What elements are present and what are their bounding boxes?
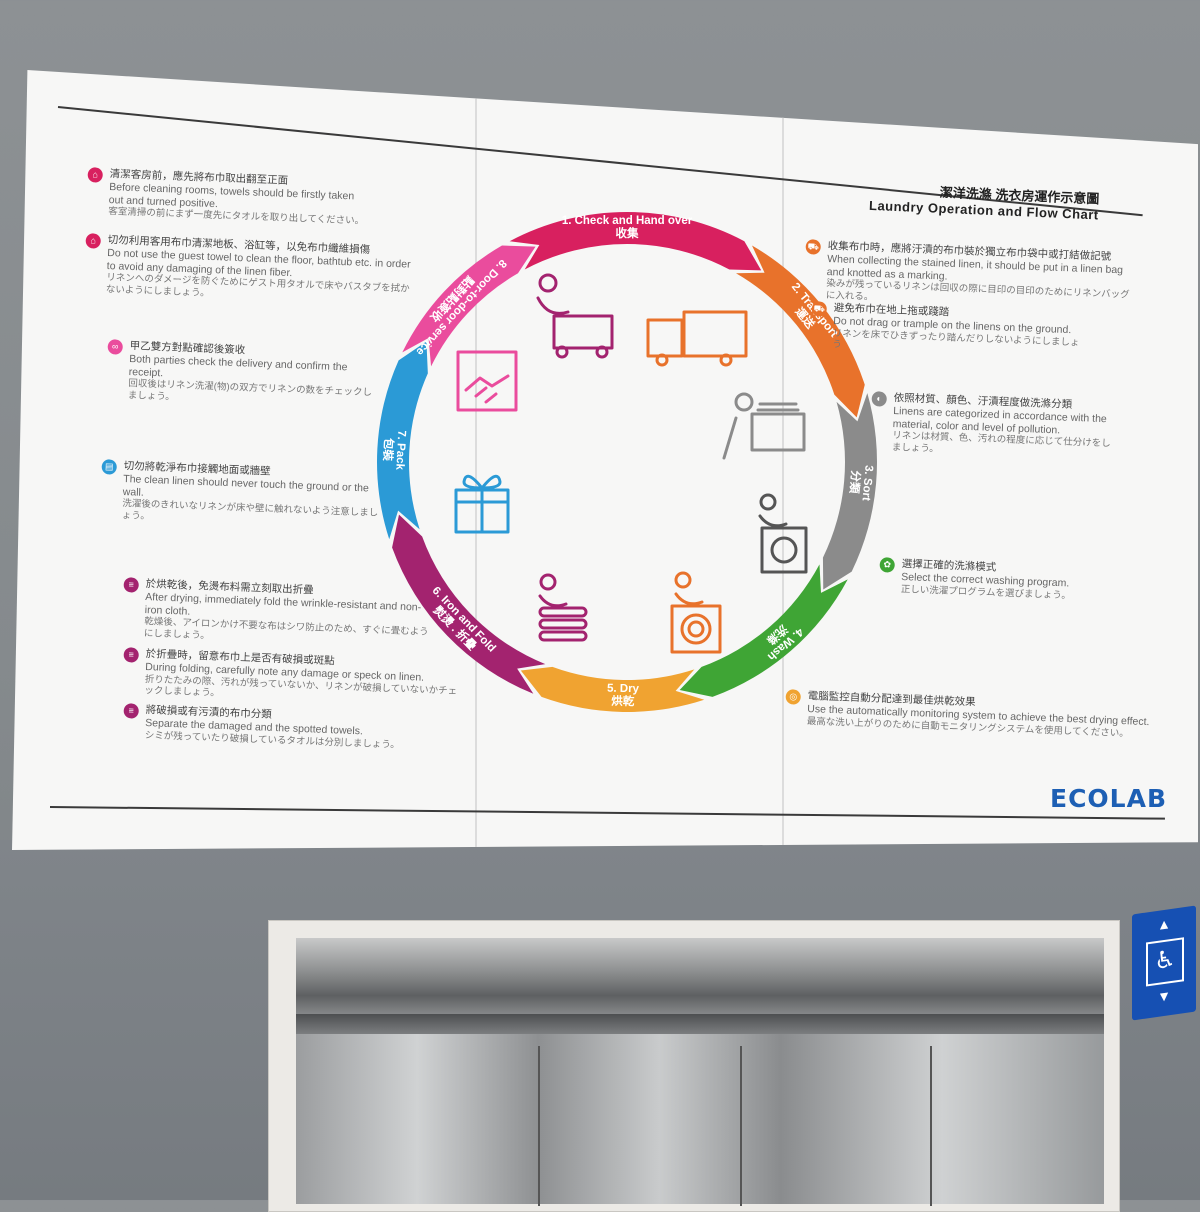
elevator-header-lip: [296, 1014, 1104, 1034]
left-note-4: ▤ 切勿將乾淨布巾接觸地面或牆壁 The clean linen should …: [101, 459, 384, 531]
right-note-3: ◐ 依照材質、顏色、汙漬程度做洗滌分類 Linens are categoriz…: [871, 391, 1114, 462]
left-note-2: ⌂ 切勿利用客用布巾清潔地板、浴缸等，以免布巾纖維損傷 Do not use t…: [85, 233, 418, 307]
elevator-doors: [296, 1034, 1104, 1204]
right-note-4: ✿ 選擇正確的洗滌模式 Select the correct washing p…: [879, 557, 1082, 602]
laundry-flow-poster: [12, 70, 1198, 850]
left-note-1: ⌂ 清潔客房前，應先將布巾取出翻至正面 Before cleaning room…: [87, 167, 370, 228]
flow-step-3-arrow: [822, 393, 877, 590]
gift-box-icon: [454, 474, 510, 534]
folded-linen-icon: [538, 573, 588, 642]
panel-seam: [475, 70, 477, 850]
washing-machine-icon: [758, 493, 808, 574]
flow-step-1-arrow: [509, 212, 762, 271]
door-seam: [538, 1046, 540, 1206]
flow-step-6-arrow: [392, 514, 546, 694]
down-arrow-icon: ▼: [1157, 987, 1171, 1005]
door-seam: [930, 1046, 932, 1206]
sorting-icon: [722, 392, 806, 460]
door-seam: [740, 1046, 742, 1206]
laundry-cart-icon: [536, 273, 614, 359]
right-note-2: ⛟ 避免布巾在地上拖或踐踏 Do not drag or trample on …: [811, 301, 1080, 351]
truck-icon: [646, 310, 748, 367]
left-note-3: ∞ 甲乙雙方對點確認後簽收 Both parties check the del…: [107, 339, 380, 411]
flow-step-8-arrow: [402, 245, 536, 367]
wheelchair-icon: ♿: [1146, 937, 1184, 987]
flow-step-4-arrow: [679, 564, 848, 697]
ecolab-logo: ECOLAB: [1050, 784, 1168, 813]
dryer-icon: [670, 571, 722, 654]
flow-step-5-arrow: [520, 666, 705, 713]
flow-step-7-label: 7. Pack包裝: [380, 429, 407, 471]
panel-seam: [782, 70, 784, 850]
right-note-1: ⛟ 收集布巾時，應將汙漬的布巾裝於獨立布巾袋中或打結做記號 When colle…: [805, 239, 1130, 303]
accessibility-sign: ▲ ♿ ▼: [1132, 905, 1196, 1021]
flow-step-3-label: 3. Sort分類: [847, 464, 875, 502]
flow-step-2-arrow: [736, 245, 865, 418]
flow-step-7-arrow: [377, 341, 428, 540]
left-note-5: ≡ 於烘乾後，免燙布料需立刻取出折疊 After drying, immedia…: [123, 577, 436, 651]
flow-step-5-label: 5. Dry烘乾: [607, 683, 640, 709]
up-arrow-icon: ▲: [1157, 915, 1171, 933]
handshake-icon: [456, 350, 518, 412]
